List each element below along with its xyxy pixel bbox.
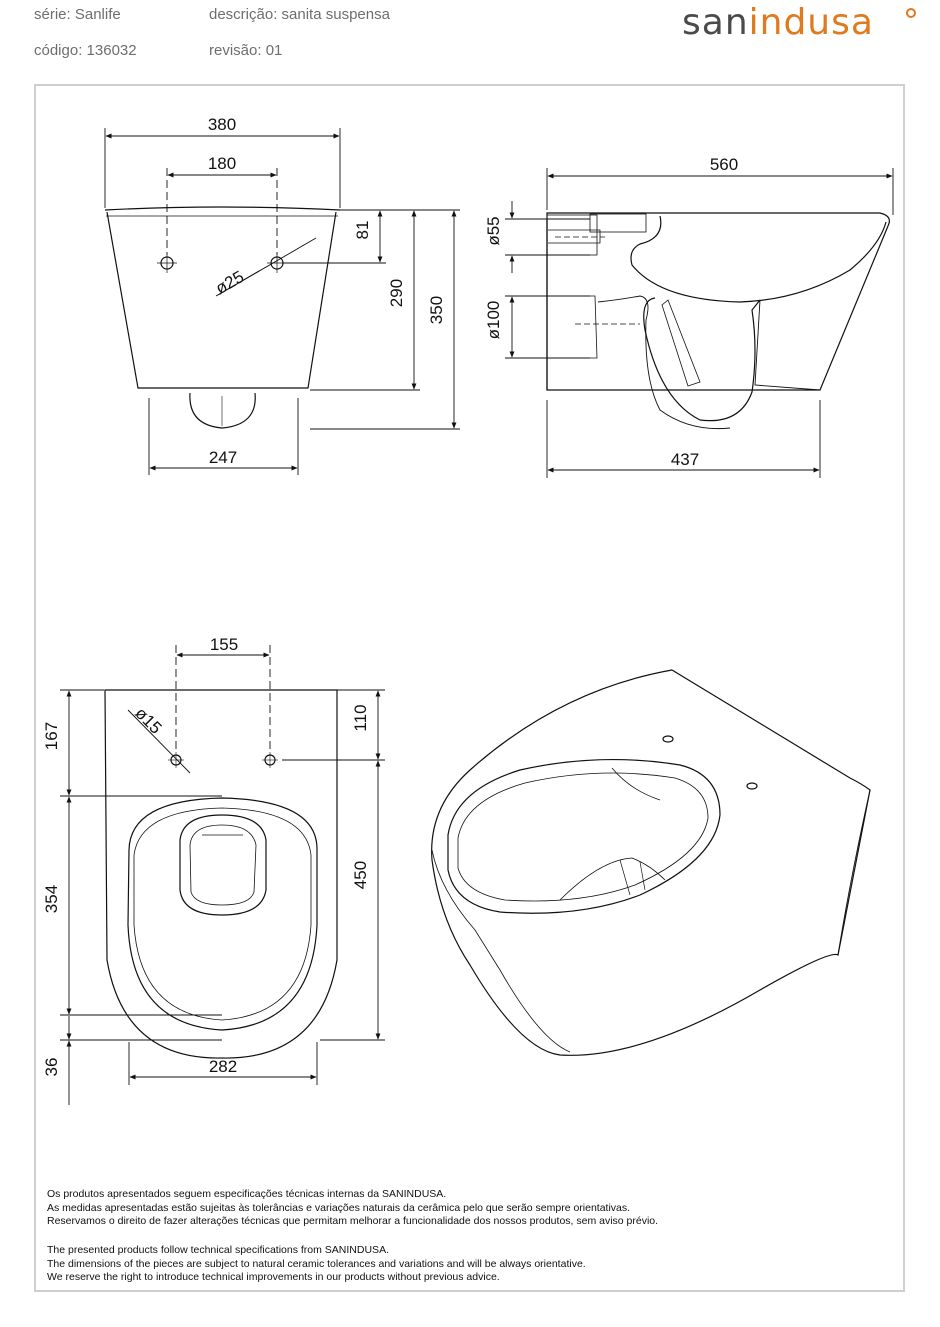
dim-top-167: 167 bbox=[42, 722, 61, 750]
dim-front-height-350: 350 bbox=[427, 296, 446, 324]
notes-portuguese: Os produtos apresentados seguem especifi… bbox=[47, 1188, 658, 1229]
notes-english: The presented products follow technical … bbox=[47, 1244, 586, 1285]
dim-top-holes: 155 bbox=[210, 635, 238, 654]
dim-front-hole-dia: ø25 bbox=[212, 267, 247, 298]
front-view bbox=[104, 206, 341, 429]
isometric-view bbox=[431, 669, 871, 1056]
dim-front-holes: 180 bbox=[208, 154, 236, 173]
dim-side-length: 560 bbox=[710, 155, 738, 174]
dim-top-282: 282 bbox=[209, 1057, 237, 1076]
dim-front-top-to-holes: 81 bbox=[353, 221, 372, 240]
brand-logo: sanindusa bbox=[682, 2, 874, 43]
note-en-1: The presented products follow technical … bbox=[47, 1244, 389, 1256]
note-pt-2: As medidas apresentadas estão sujeitas à… bbox=[47, 1201, 631, 1214]
descricao-label: descrição: sanita suspensa bbox=[209, 6, 390, 23]
side-dimension-lines bbox=[505, 168, 894, 478]
brand-logo-accent: indusa bbox=[748, 2, 874, 43]
dim-side-inlet-dia: ø55 bbox=[484, 216, 503, 245]
dim-top-354: 354 bbox=[42, 885, 61, 913]
front-dimension-lines bbox=[104, 128, 460, 475]
serie-label: série: Sanlife bbox=[34, 6, 121, 23]
top-view bbox=[104, 689, 338, 1059]
note-pt-3: Reservamos o direito de fazer alterações… bbox=[47, 1215, 659, 1227]
dim-top-hole-dia: ø15 bbox=[131, 704, 165, 738]
drawing-frame bbox=[34, 84, 905, 1292]
dim-top-36: 36 bbox=[42, 1058, 61, 1077]
dim-side-outlet-dia: ø100 bbox=[484, 301, 503, 340]
revisao-label: revisão: 01 bbox=[209, 42, 283, 59]
brand-mark-icon bbox=[906, 8, 916, 18]
note-pt-1: Os produtos apresentados seguem especifi… bbox=[47, 1188, 447, 1200]
dim-top-450: 450 bbox=[351, 861, 370, 889]
codigo-label: código: 136032 bbox=[34, 42, 137, 59]
dim-top-edge-to-holes: 110 bbox=[351, 704, 370, 731]
dim-front-base: 247 bbox=[209, 448, 237, 467]
brand-logo-plain: san bbox=[682, 2, 749, 43]
note-en-2: The dimensions of the pieces are subject… bbox=[47, 1257, 586, 1270]
note-en-3: We reserve the right to introduce techni… bbox=[47, 1271, 500, 1283]
dim-front-height-290: 290 bbox=[387, 279, 406, 307]
dim-front-width: 380 bbox=[208, 115, 236, 134]
side-view bbox=[546, 212, 890, 430]
dim-side-base: 437 bbox=[671, 450, 699, 469]
top-dimension-lines bbox=[60, 645, 385, 1105]
